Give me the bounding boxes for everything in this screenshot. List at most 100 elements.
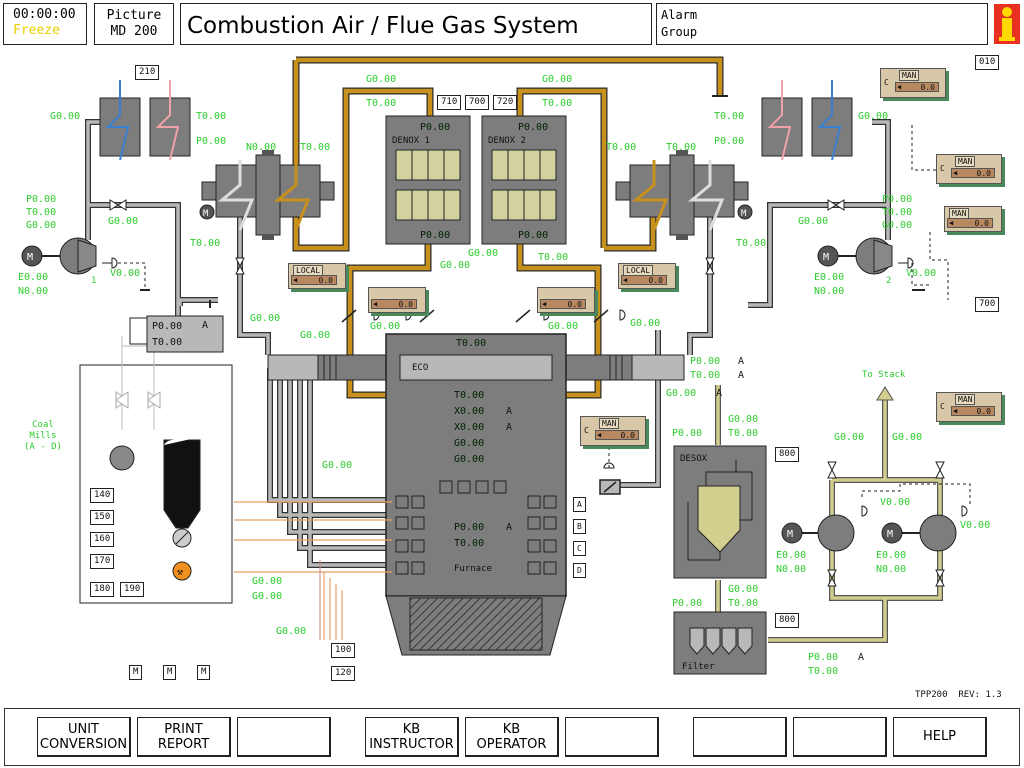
picture-link-120[interactable]: 120 xyxy=(331,666,356,681)
coal-mill-orange-icon xyxy=(172,561,192,581)
valve-icons xyxy=(109,199,945,587)
blank-function-button-4[interactable] xyxy=(793,717,887,757)
picture-link-700b[interactable]: 700 xyxy=(975,297,1000,312)
value-readout: V0.00 xyxy=(906,268,937,279)
value-readout: G0.00 xyxy=(26,220,57,231)
fan-1: M xyxy=(21,237,97,275)
value-readout: P0.00 xyxy=(454,522,485,533)
motor-button[interactable]: M xyxy=(197,665,211,680)
burner-level-c[interactable]: C xyxy=(573,541,586,556)
picture-link-710[interactable]: 710 xyxy=(437,95,462,110)
filter-unit xyxy=(673,611,767,675)
air-flow-box xyxy=(146,315,224,353)
value-readout: G0.00 xyxy=(252,576,283,587)
fan-2: M xyxy=(817,237,893,275)
boiler-temp-top: T0.00 xyxy=(456,338,487,349)
decrease-arrow-icon[interactable]: ◀ xyxy=(949,219,954,227)
picture-link-210[interactable]: 210 xyxy=(135,65,160,80)
controller-right-damper[interactable]: 0.0◀ xyxy=(537,287,595,313)
burner-level-a[interactable]: A xyxy=(573,497,586,512)
motor-button[interactable]: M xyxy=(129,665,143,680)
denox-2-label: DENOX 2 xyxy=(488,136,526,146)
value-readout: P0.00 xyxy=(518,230,549,241)
setpoint-value[interactable]: 0.0 xyxy=(895,82,939,92)
decrease-arrow-icon[interactable]: ◀ xyxy=(597,431,602,439)
setpoint-value[interactable]: 0.0 xyxy=(595,430,639,440)
setpoint-value[interactable]: 0.0 xyxy=(951,406,995,416)
blank-function-button-2[interactable] xyxy=(565,717,659,757)
burner-level-d[interactable]: D xyxy=(573,563,586,578)
man-mode-label: MAN xyxy=(955,394,976,405)
desox-unit xyxy=(673,445,767,579)
picture-link-190[interactable]: 190 xyxy=(120,582,145,597)
value-readout: T0.00 xyxy=(538,252,569,263)
picture-link-140[interactable]: 140 xyxy=(90,488,115,503)
setpoint-value[interactable]: 0.0 xyxy=(951,168,995,178)
value-readout: G0.00 xyxy=(630,318,661,329)
svg-text:M: M xyxy=(741,209,747,219)
picture-link-160[interactable]: 160 xyxy=(90,532,115,547)
help-button[interactable]: HELP xyxy=(893,717,987,757)
value-readout: T0.00 xyxy=(456,338,487,349)
status-marker: A xyxy=(858,652,865,663)
setpoint-value[interactable]: 0.0 xyxy=(540,299,586,309)
value-readout: G0.00 xyxy=(440,260,471,271)
setpoint-value[interactable]: 0.0 xyxy=(621,275,667,285)
burner-level-b[interactable]: B xyxy=(573,519,586,534)
setpoint-value[interactable]: 0.0 xyxy=(947,218,993,228)
function-key-bar xyxy=(4,708,1020,766)
value-readout: G0.00 xyxy=(728,414,759,425)
stack-pipes xyxy=(716,385,942,642)
boiler-g1: G0.00 xyxy=(454,438,485,449)
picture-link-700[interactable]: 700 xyxy=(465,95,490,110)
left-heat-exchanger xyxy=(99,80,335,240)
picture-link-170[interactable]: 170 xyxy=(90,554,115,569)
decrease-arrow-icon[interactable]: ◀ xyxy=(623,276,628,284)
picture-link-180[interactable]: 180 xyxy=(90,582,115,597)
picture-label: Picture xyxy=(106,8,162,23)
desox-label: DESOX xyxy=(680,454,708,464)
picture-link-720[interactable]: 720 xyxy=(493,95,518,110)
picture-link-150[interactable]: 150 xyxy=(90,510,115,525)
kb-instructor-button[interactable]: KB INSTRUCTOR xyxy=(365,717,459,757)
value-readout: T0.00 xyxy=(542,98,573,109)
picture-link-100[interactable]: 100 xyxy=(331,643,356,658)
value-readout: P0.00 xyxy=(690,356,721,367)
value-readout: T0.00 xyxy=(606,142,637,153)
decrease-arrow-icon[interactable]: ◀ xyxy=(542,300,547,308)
decrease-arrow-icon[interactable]: ◀ xyxy=(897,83,902,91)
alarm-group-box[interactable]: Alarm Group xyxy=(656,3,988,45)
picture-link-800b[interactable]: 800 xyxy=(775,613,800,628)
picture-link-800a[interactable]: 800 xyxy=(775,447,800,462)
coal-mills-label: Coal Mills (A - D) xyxy=(24,420,62,452)
decrease-arrow-icon[interactable]: ◀ xyxy=(373,300,378,308)
preheater-ducts xyxy=(267,354,685,381)
decrease-arrow-icon[interactable]: ◀ xyxy=(953,407,958,415)
blank-function-button-3[interactable] xyxy=(693,717,787,757)
controller-left-damper[interactable]: 0.0◀ xyxy=(368,287,426,313)
value-readout: G0.00 xyxy=(250,313,281,324)
unit-conversion-button[interactable]: UNIT CONVERSION xyxy=(37,717,131,757)
blank-function-button-1[interactable] xyxy=(237,717,331,757)
setpoint-value[interactable]: 0.0 xyxy=(371,299,417,309)
print-report-button[interactable]: PRINT REPORT xyxy=(137,717,231,757)
freeze-status: Freeze xyxy=(13,23,60,38)
status-marker: A xyxy=(738,370,745,381)
picture-link-010[interactable]: 010 xyxy=(975,55,1000,70)
decrease-arrow-icon[interactable]: ◀ xyxy=(953,169,958,177)
value-readout: T0.00 xyxy=(808,666,839,677)
kb-operator-button[interactable]: KB OPERATOR xyxy=(465,717,559,757)
status-marker: A xyxy=(202,320,209,331)
decrease-arrow-icon[interactable]: ◀ xyxy=(293,276,298,284)
svg-text:M: M xyxy=(787,529,793,540)
value-readout: G0.00 xyxy=(50,111,81,122)
setpoint-value[interactable]: 0.0 xyxy=(291,275,337,285)
motor-button[interactable]: M xyxy=(163,665,177,680)
